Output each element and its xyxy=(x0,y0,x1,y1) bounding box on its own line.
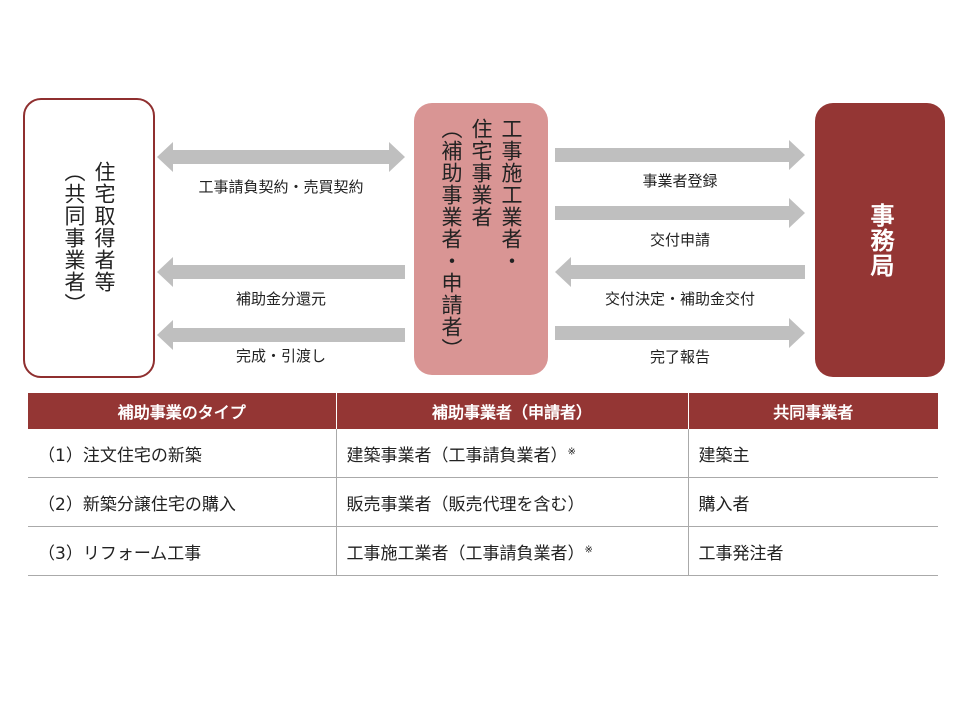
contractor-node: 工事施工業者・ 住宅事業者 （補助事業者・申請者） xyxy=(414,103,548,375)
cell-partner: 工事発注者 xyxy=(688,526,938,576)
home-buyer-subtitle: （共同事業者） xyxy=(62,161,86,315)
header-partner: 共同事業者 xyxy=(688,393,938,429)
left-arrow xyxy=(157,257,405,287)
applicant-text: 販売事業者（販売代理を含む） xyxy=(346,494,585,515)
note-mark: ※ xyxy=(567,445,576,457)
arrow-label-application: 交付申請 xyxy=(649,231,711,249)
secretariat-node: 事務局 xyxy=(815,103,945,377)
table-row: （1）注文住宅の新築 建築事業者（工事請負業者）※ 建築主 xyxy=(28,429,938,478)
arrow-label-handover: 完成・引渡し xyxy=(235,347,327,365)
table-row: （2）新築分譲住宅の購入 販売事業者（販売代理を含む） 購入者 xyxy=(28,477,938,527)
cell-applicant: 工事施工業者（工事請負業者）※ xyxy=(336,526,689,576)
header-type: 補助事業のタイプ xyxy=(28,393,337,429)
header-applicant: 補助事業者（申請者） xyxy=(336,393,689,429)
table-row: （3）リフォーム工事 工事施工業者（工事請負業者）※ 工事発注者 xyxy=(28,526,938,576)
subsidy-type-table: 補助事業のタイプ 補助事業者（申請者） 共同事業者 （1）注文住宅の新築 建築事… xyxy=(28,393,938,576)
cell-applicant: 建築事業者（工事請負業者）※ xyxy=(336,429,689,478)
secretariat-title: 事務局 xyxy=(866,202,894,278)
table-header-row: 補助事業のタイプ 補助事業者（申請者） 共同事業者 xyxy=(28,393,938,429)
cell-applicant: 販売事業者（販売代理を含む） xyxy=(336,477,689,527)
contractor-line3: （補助事業者・申請者） xyxy=(439,118,463,360)
arrow-label-refund: 補助金分還元 xyxy=(235,290,327,308)
right-arrow xyxy=(555,140,805,170)
cell-type: （2）新築分譲住宅の購入 xyxy=(28,477,337,527)
right-arrow xyxy=(555,198,805,228)
cell-partner: 建築主 xyxy=(688,429,938,478)
applicant-text: 工事施工業者（工事請負業者） xyxy=(346,543,585,564)
arrow-label-completion: 完了報告 xyxy=(649,348,711,366)
arrow-label-decision: 交付決定・補助金交付 xyxy=(604,290,756,308)
arrow-label-contract: 工事請負契約・売買契約 xyxy=(198,178,364,196)
applicant-text: 建築事業者（工事請負業者） xyxy=(346,445,568,466)
right-arrow xyxy=(555,318,805,348)
note-mark: ※ xyxy=(584,543,593,555)
home-buyer-title: 住宅取得者等 xyxy=(92,161,116,293)
home-buyer-node: 住宅取得者等 （共同事業者） xyxy=(23,98,155,378)
flow-arrows xyxy=(157,140,805,350)
arrow-label-registration: 事業者登録 xyxy=(642,172,718,190)
double-arrow xyxy=(157,142,405,172)
left-arrow xyxy=(157,320,405,350)
cell-type: （3）リフォーム工事 xyxy=(28,526,337,576)
cell-partner: 購入者 xyxy=(688,477,938,527)
left-arrow xyxy=(555,257,805,287)
contractor-line2: 住宅事業者 xyxy=(469,118,493,228)
contractor-line1: 工事施工業者・ xyxy=(499,118,523,272)
cell-type: （1）注文住宅の新築 xyxy=(28,429,337,478)
